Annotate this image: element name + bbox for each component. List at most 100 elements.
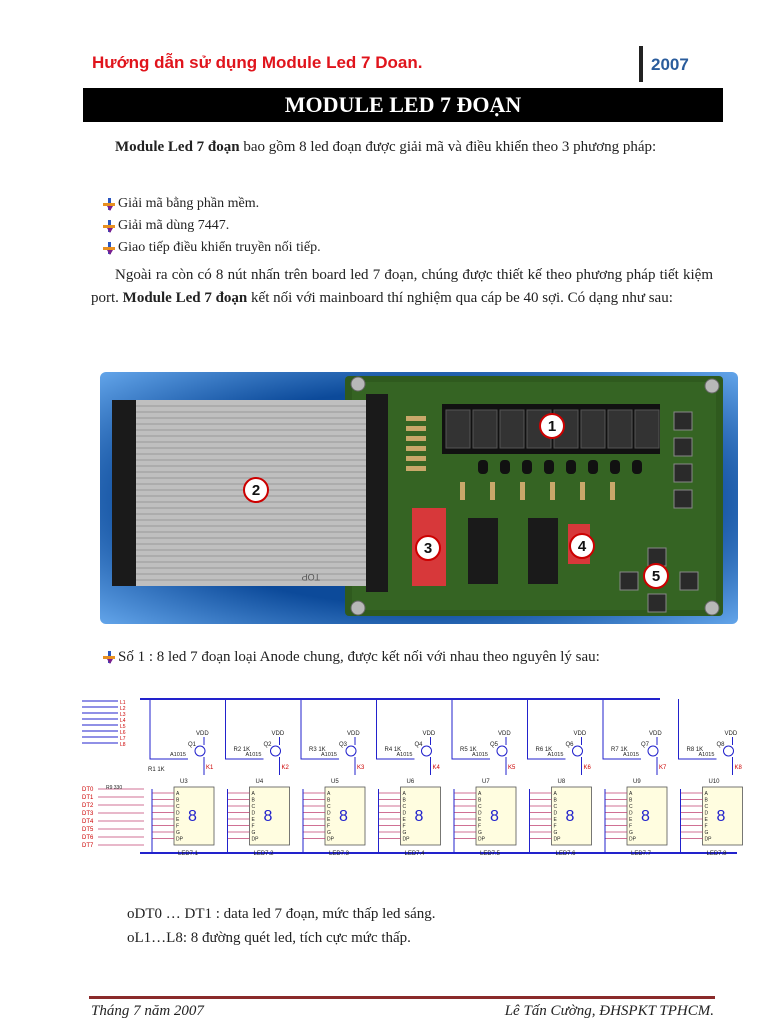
- transistor-label: Q2: [264, 742, 273, 748]
- schematic-caption-text: Số 1 : 8 led 7 đoạn loại Anode chung, đư…: [118, 649, 600, 665]
- segment-letter: E: [403, 817, 407, 823]
- seven-seg-glyph: 8: [641, 808, 650, 825]
- callout-1: 1: [548, 418, 556, 435]
- resistor-label: R8 1K: [687, 747, 704, 753]
- bullet-icon: [103, 197, 116, 211]
- seven-seg-glyph: 8: [415, 808, 424, 825]
- segment-letter: B: [629, 798, 633, 804]
- vdd-label: VDD: [347, 731, 360, 737]
- segment-letter: DP: [176, 837, 184, 843]
- footer-date: Tháng 7 năm 2007: [91, 1003, 204, 1019]
- callout-4: 4: [578, 538, 587, 555]
- segment-letter: C: [629, 804, 633, 810]
- scan-line-label: L3: [120, 712, 126, 718]
- u-label: U10: [709, 779, 721, 785]
- segment-letter: DP: [705, 837, 713, 843]
- segment-letter: D: [252, 811, 256, 817]
- transistor-part: A1015: [246, 752, 262, 758]
- segment-letter: DP: [478, 837, 486, 843]
- led-label: LED7.4: [405, 851, 426, 857]
- led-chip: [702, 786, 743, 846]
- base-wire: [678, 699, 717, 760]
- segment-letter: G: [327, 830, 331, 836]
- scan-line-label: L1: [120, 700, 126, 706]
- resistor-label: R3 1K: [309, 747, 326, 753]
- u-label: U5: [331, 779, 339, 785]
- segment-letter: A: [327, 791, 331, 797]
- segment-letter: F: [554, 824, 557, 830]
- u-label: U8: [558, 779, 566, 785]
- segment-letter: D: [478, 811, 482, 817]
- segment-letter: E: [629, 817, 633, 823]
- u-label: U4: [256, 779, 264, 785]
- transistor-symbol: [723, 745, 734, 757]
- resistor-label: R7 1K: [611, 747, 628, 753]
- vdd-label: VDD: [649, 731, 662, 737]
- method-label: Giải mã bằng phần mềm.: [118, 196, 260, 211]
- intro-bold: Module Led 7 đoạn: [115, 139, 240, 155]
- segment-letter: G: [176, 830, 180, 836]
- segment-letter: E: [705, 817, 709, 823]
- led-label: LED7.1: [178, 851, 199, 857]
- transistor-symbol: [345, 745, 357, 757]
- u-label: U6: [407, 779, 415, 785]
- led-chip: [626, 786, 668, 846]
- data-line-label: DT6: [82, 835, 94, 841]
- resistor-label: R6 1K: [536, 747, 553, 753]
- u-label: U9: [633, 779, 641, 785]
- footer-divider: [89, 996, 715, 999]
- led-chip: [475, 786, 517, 846]
- vdd-label: VDD: [498, 731, 511, 737]
- u-label: U3: [180, 779, 188, 785]
- transistor-part: A1015: [548, 752, 564, 758]
- segment-letter: E: [176, 817, 180, 823]
- segment-letter: A: [705, 791, 709, 797]
- resistor-array-label: R9 330: [106, 785, 122, 791]
- header-title: Hướng dẫn sử dụng Module Led 7 Doan.: [92, 53, 423, 72]
- segment-letter: B: [478, 798, 482, 804]
- segment-letter: DP: [629, 837, 637, 843]
- segment-letter: E: [478, 817, 482, 823]
- segment-letter: B: [176, 798, 180, 804]
- segment-letter: DP: [554, 837, 562, 843]
- para2-bold: Module Led 7 đoạn: [122, 290, 248, 306]
- segment-letter: A: [554, 791, 558, 797]
- segment-letter: F: [629, 824, 632, 830]
- segment-letter: G: [705, 830, 709, 836]
- cable-connector-right: [366, 394, 388, 592]
- methods-list: Giải mã bằng phần mềm. Giải mã dùng 7447…: [103, 193, 321, 259]
- segment-letter: A: [629, 791, 633, 797]
- segment-letter: F: [252, 824, 255, 830]
- base-wire: [225, 699, 264, 760]
- vdd-label: VDD: [272, 731, 285, 737]
- transistor-label: Q7: [641, 742, 650, 748]
- transistor-symbol: [496, 745, 508, 757]
- segment-letter: B: [554, 798, 558, 804]
- segment-letter: F: [327, 824, 330, 830]
- led-chip: [249, 786, 290, 846]
- base-wire: [527, 699, 566, 760]
- segment-letter: A: [403, 791, 407, 797]
- segment-letter: F: [478, 824, 481, 830]
- sub-marker: o: [127, 930, 135, 946]
- scan-line-label: L2: [120, 706, 126, 712]
- transistor-label: Q6: [566, 742, 575, 748]
- transistor-symbol: [421, 745, 432, 757]
- led-label: LED7.8: [707, 851, 728, 857]
- header-year: 2007: [651, 55, 689, 74]
- intro-paragraph: Module Led 7 đoạn bao gồm 8 led đoạn đượ…: [91, 136, 713, 159]
- k-label: K1: [206, 765, 214, 771]
- led-label: LED7.6: [556, 851, 577, 857]
- page-title: MODULE LED 7 ĐOẠN: [83, 88, 723, 122]
- seven-seg-glyph: 8: [264, 808, 273, 825]
- transistor-symbol: [572, 745, 583, 757]
- segment-letter: B: [403, 798, 407, 804]
- u-label: U7: [482, 779, 490, 785]
- segment-letter: C: [705, 804, 709, 810]
- data-line-label: DT4: [82, 819, 94, 825]
- data-line-label: DT0: [82, 787, 94, 793]
- data-line-label: DT2: [82, 803, 94, 809]
- led-chip: [400, 786, 441, 846]
- cable-text: TOP: [302, 572, 320, 582]
- data-line-label: DT7: [82, 843, 94, 849]
